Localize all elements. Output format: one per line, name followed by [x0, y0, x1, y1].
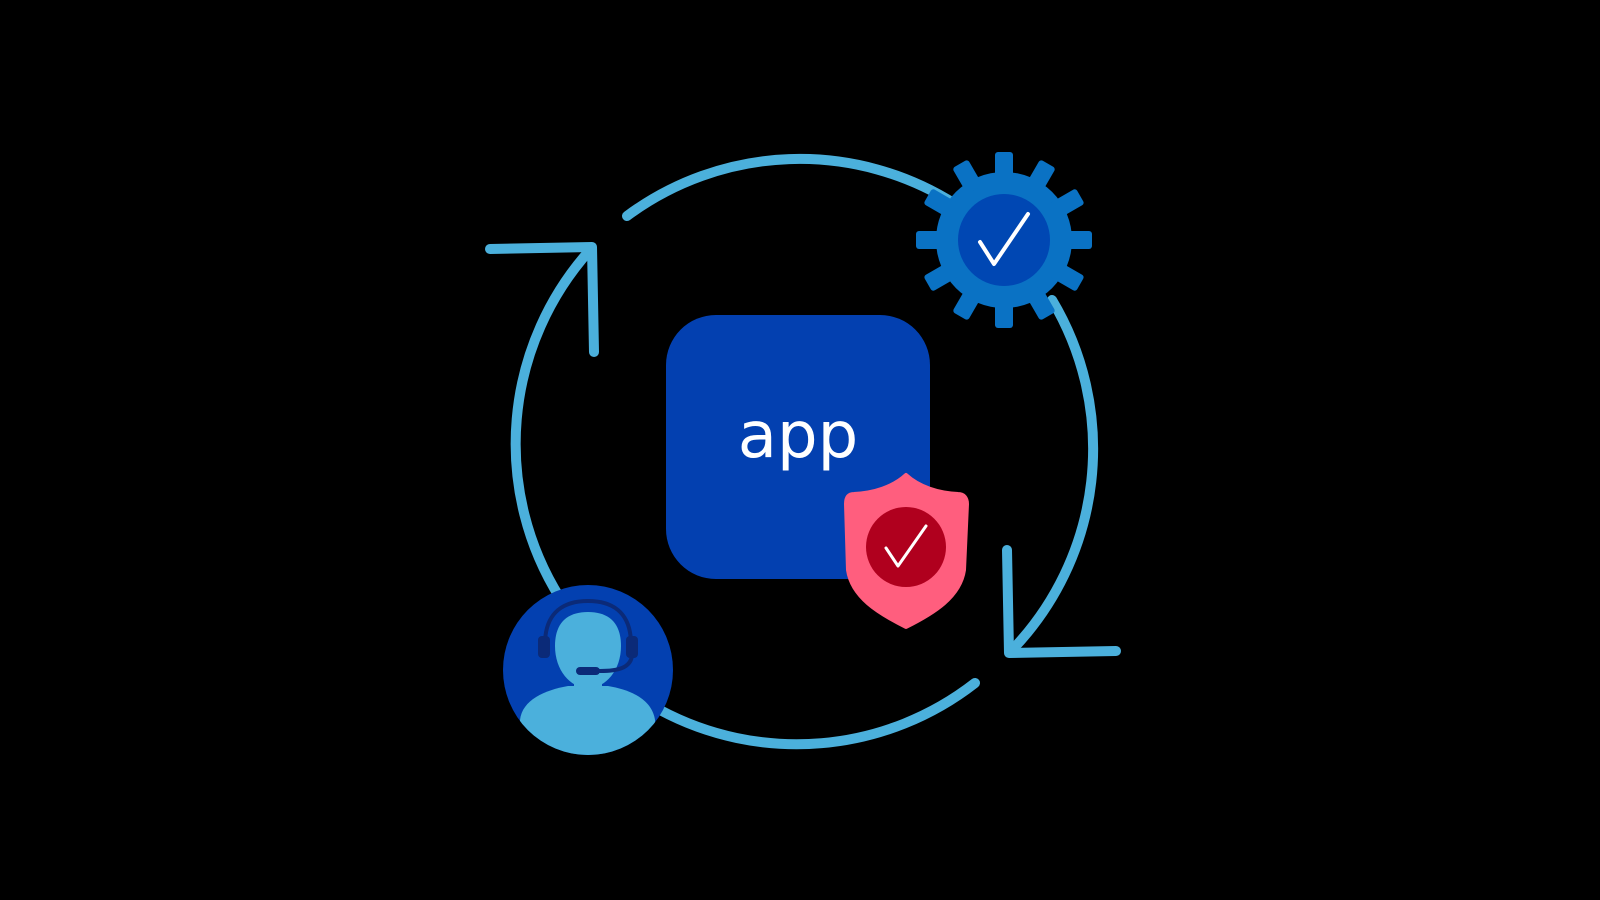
gear-inner-disc	[958, 194, 1050, 286]
cycle-arc-left	[510, 245, 595, 603]
gear-check-icon	[916, 152, 1092, 328]
check-icon	[978, 212, 1030, 266]
support-agent-icon	[503, 585, 673, 755]
shield-inner-disc	[866, 507, 946, 587]
arrowhead-top-left	[485, 242, 599, 357]
cycle-arc-top	[622, 153, 960, 221]
check-icon	[884, 524, 928, 568]
cycle-arc-bottom	[655, 678, 980, 750]
refresh-cycle-icon	[485, 153, 1121, 750]
shield-check-icon	[844, 473, 969, 629]
arrowhead-bottom-right	[1002, 545, 1121, 658]
cycle-arc-right	[1007, 295, 1099, 655]
app-label: app	[738, 399, 858, 473]
